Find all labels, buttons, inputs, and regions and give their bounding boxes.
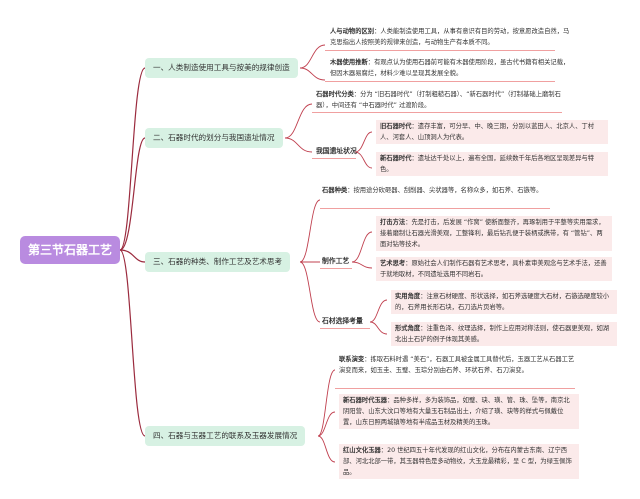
section-4-node[interactable]: 四、石器与玉器工艺的联系及玉器发展情况: [145, 426, 306, 446]
leaf-text: ：注意石材硬度、形状选择，如石斧选硬度大石材，石镞选硬度较小的，石斧用长形石块，…: [395, 293, 610, 311]
leaf-label: 实用角度: [395, 293, 421, 300]
root-node[interactable]: 第三节石器工艺: [20, 236, 120, 264]
leaf-label: 新石器时代: [380, 155, 412, 162]
leaf-underline: [325, 81, 555, 82]
leaf-underline: [320, 208, 550, 209]
leaf-underline: [335, 388, 575, 389]
leaf-s1-human-animal[interactable]: 人与动物的区别：人类能制造使用工具，从事有意识有目的劳动，按意愿改造自然，马克思…: [330, 26, 570, 48]
leaf-label: 艺术思考: [380, 260, 406, 267]
leaf-text: ：分为 “旧石器时代”（打制粗糙石器）、“新石器时代”（打制基础上磨制石器），中…: [316, 91, 561, 109]
leaf-label: 形式角度: [395, 325, 421, 332]
link-root-sec4: [119, 249, 146, 437]
leaf-underline: [320, 268, 352, 269]
leaf-s4-neolithic-jade[interactable]: 新石器时代玉器：品种多样，多为装饰品，如璧、玦、璜、管、珠、坠等，南京北阴阳营、…: [339, 394, 579, 429]
leaf-label: 旧石器时代: [380, 123, 412, 130]
section-1-node[interactable]: 一、人类制造使用工具与按美的规律创造: [145, 58, 298, 78]
leaf-text: ：20 世纪四五十年代发现的红山文化，分布在内蒙古东南、辽宁西部、河北北部一带，…: [343, 447, 572, 476]
leaf-s3-form[interactable]: 形式角度：注重色泽、纹理选择，制作上应用对称法则，使石器更美观，如湖北出土石铲的…: [391, 322, 617, 346]
leaf-underline: [325, 50, 555, 51]
leaf-label: 石器时代分类: [316, 91, 354, 98]
leaf-text: ：注重色泽、纹理选择，制作上应用对称法则，使石器更美观，如湖北出土石铲的例子体现…: [395, 325, 610, 343]
link-root-sec1: [119, 67, 146, 251]
leaf-s3-art-thinking[interactable]: 艺术思考：原始社会人们制作石器有艺术思考，具朴素审美观念与艺术手法，还善于就地取…: [376, 257, 612, 281]
leaf-text: ：先是打击，后发展 “作窝” 使断面整齐，再琢制用于平整等实用需求，接着磨制让石…: [380, 219, 605, 248]
leaf-s4-hongshan-jade[interactable]: 红山文化玉器：20 世纪四五十年代发现的红山文化，分布在内蒙古东南、辽宁西部、河…: [339, 444, 579, 479]
link-root-sec3: [119, 249, 146, 263]
leaf-s3-stone-types[interactable]: 石器种类：按用途分砍砸器、刮削器、尖状器等，名称众多，如石斧、石镞等。: [322, 185, 562, 196]
leaf-underline: [312, 112, 562, 113]
leaf-text: ：人类能制造使用工具，从事有意识有目的劳动，按意愿改造自然，马克思指出人按照美的…: [330, 28, 570, 46]
leaf-text: ：品种多样，多为装饰品，如璧、玦、璜、管、珠、坠等，南京北阴阳营、山东大汶口等地…: [343, 397, 570, 426]
group-s2-sites[interactable]: 我国遗址状况: [316, 147, 357, 155]
leaf-label: 红山文化玉器: [343, 447, 381, 454]
leaf-label: 联系演变: [339, 356, 365, 363]
leaf-s2-neolithic[interactable]: 新石器时代：遗址达千处以上，遍布全国，延续数千年后各地区呈现差异与特色。: [376, 152, 608, 176]
leaf-label: 新石器时代玉器: [343, 397, 388, 404]
leaf-text: ：遗存丰富，可分早、中、晚三期，分别以蓝田人、北京人、丁村人、河套人、山顶洞人为…: [380, 123, 595, 141]
leaf-underline: [320, 328, 370, 329]
leaf-s2-paleolithic[interactable]: 旧石器时代：遗存丰富，可分早、中、晚三期，分别以蓝田人、北京人、丁村人、河套人、…: [376, 120, 608, 144]
group-s3-material[interactable]: 石材选择考量: [322, 317, 363, 325]
leaf-text: ：拣取石料时遇 “美石”，石器工具被金属工具替代后，玉器工艺从石器工艺演变而来，…: [339, 356, 575, 374]
leaf-s4-evolution[interactable]: 联系演变：拣取石料时遇 “美石”，石器工具被金属工具替代后，玉器工艺从石器工艺演…: [339, 354, 575, 376]
group-s3-craft[interactable]: 制作工艺: [322, 257, 350, 265]
link-root-sec2: [119, 137, 146, 251]
leaf-s3-strike-method[interactable]: 打击方法：先是打击，后发展 “作窝” 使断面整齐，再琢制用于平整等实用需求，接着…: [376, 216, 612, 251]
leaf-text: ：原始社会人们制作石器有艺术思考，具朴素审美观念与艺术手法，还善于就地取材，不同…: [380, 260, 607, 278]
leaf-text: ：按用途分砍砸器、刮削器、尖状器等，名称众多，如石斧、石镞等。: [347, 187, 543, 194]
leaf-text: ：遗址达千处以上，遍布全国，延续数千年后各地区呈现差异与特色。: [380, 155, 595, 173]
leaf-label: 人与动物的区别: [330, 28, 375, 35]
leaf-s3-practical[interactable]: 实用角度：注意石材硬度、形状选择，如石斧选硬度大石材，石镞选硬度较小的，石斧用长…: [391, 290, 617, 314]
leaf-s1-wood-tools[interactable]: 木器使用推断：有观点认为使用石器前可能有木器使用阶段，虽古代书籍有相关记载，但因…: [330, 57, 570, 79]
leaf-underline: [312, 158, 356, 159]
leaf-s2-era-classes[interactable]: 石器时代分类：分为 “旧石器时代”（打制粗糙石器）、“新石器时代”（打制基础上磨…: [316, 89, 561, 111]
section-2-node[interactable]: 二、石器时代的划分与我国遗址情况: [145, 128, 283, 148]
section-3-node[interactable]: 三、石器的种类、制作工艺及艺术思考: [145, 252, 291, 272]
leaf-label: 打击方法: [380, 219, 406, 226]
leaf-label: 木器使用推断: [330, 59, 368, 66]
leaf-text: ：有观点认为使用石器前可能有木器使用阶段，虽古代书籍有相关记载，但因木器易腐烂，…: [330, 59, 570, 77]
leaf-label: 石器种类: [322, 187, 348, 194]
